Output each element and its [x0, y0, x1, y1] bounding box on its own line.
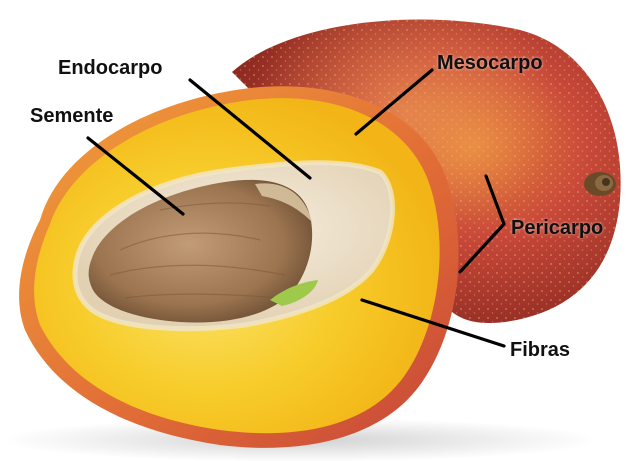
label-semente: Semente: [30, 106, 113, 126]
label-endocarpo: Endocarpo: [58, 58, 162, 78]
label-pericarpo: Pericarpo: [511, 218, 603, 238]
label-mesocarpo: Mesocarpo: [437, 53, 543, 73]
label-fibras: Fibras: [510, 340, 570, 360]
mango-stem: [584, 172, 616, 196]
